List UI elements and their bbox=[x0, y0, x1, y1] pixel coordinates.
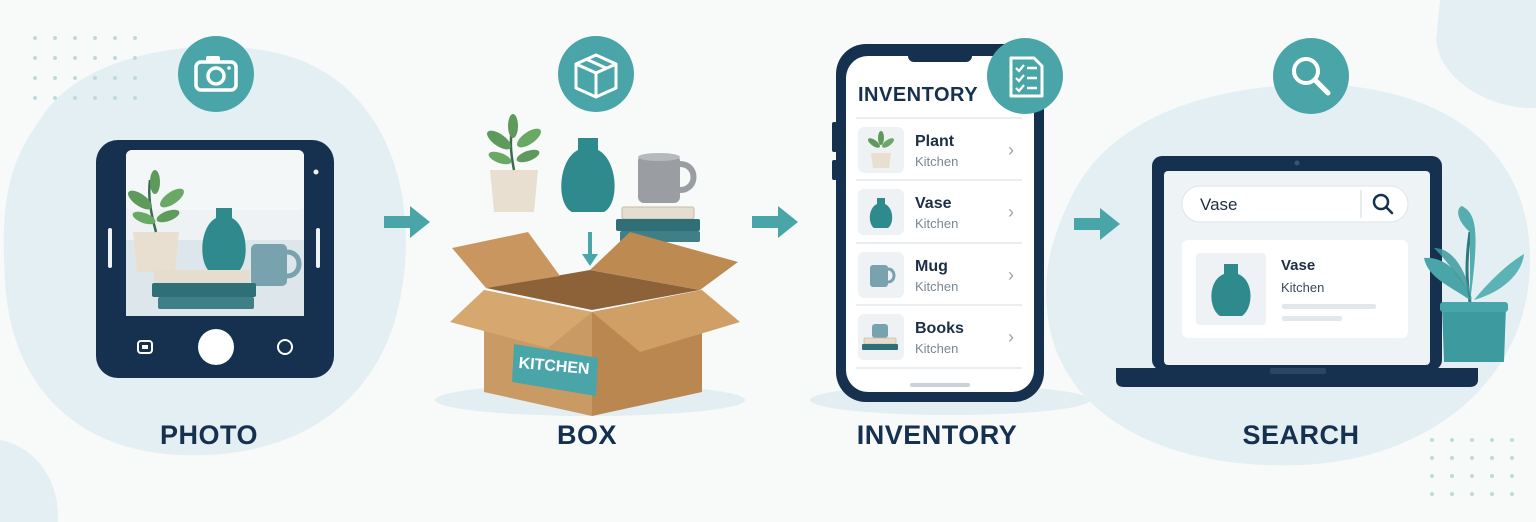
mug-icon bbox=[858, 252, 904, 298]
box-badge bbox=[558, 36, 634, 112]
inventory-item-room: Kitchen bbox=[915, 341, 959, 356]
chevron-right-icon: › bbox=[1008, 202, 1014, 222]
search-input bbox=[1181, 185, 1409, 223]
drop-arrow-icon bbox=[582, 232, 598, 266]
inventory-phone bbox=[832, 44, 1044, 402]
step-label-photo: PHOTO bbox=[159, 420, 258, 450]
decor-plant bbox=[1424, 206, 1524, 362]
floating-vase bbox=[561, 138, 615, 212]
phone-camera bbox=[96, 140, 334, 378]
magnifier-badge bbox=[1273, 38, 1349, 114]
step-label-inventory: INVENTORY bbox=[856, 420, 1018, 450]
checklist-badge bbox=[987, 38, 1063, 114]
arrow-right-icon bbox=[752, 206, 798, 238]
inventory-item-name: Books bbox=[915, 320, 964, 337]
checklist-icon bbox=[1009, 56, 1044, 98]
photo-mug bbox=[251, 244, 302, 286]
result-vase-icon bbox=[1211, 264, 1251, 316]
arrow-right-icon bbox=[1074, 208, 1120, 240]
photo-plant bbox=[128, 170, 184, 272]
dot-grid-top-left bbox=[33, 36, 137, 100]
search-result-room: Kitchen bbox=[1281, 280, 1325, 295]
search-result-name: Vase bbox=[1281, 257, 1316, 274]
magnifier-icon bbox=[1292, 57, 1331, 96]
inventory-item-name: Vase bbox=[915, 195, 952, 212]
search-button-icon bbox=[1372, 193, 1394, 215]
floating-mug bbox=[638, 153, 697, 203]
inventory-item-room: Kitchen bbox=[915, 154, 959, 169]
chevron-right-icon: › bbox=[1008, 140, 1014, 160]
dot-grid-bottom-right bbox=[1430, 438, 1514, 496]
cardboard-box bbox=[435, 232, 745, 416]
shutter-button bbox=[198, 329, 234, 365]
floating-plant bbox=[487, 114, 541, 212]
chevron-right-icon: › bbox=[1008, 265, 1014, 285]
photo-books bbox=[152, 270, 256, 309]
photo-vase bbox=[202, 208, 246, 272]
inventory-item-name: Plant bbox=[915, 133, 955, 150]
box-tag bbox=[512, 344, 598, 396]
inventory-item-room: Kitchen bbox=[915, 279, 959, 294]
corner-blob-top-right bbox=[1436, 0, 1536, 109]
laptop bbox=[1116, 156, 1478, 387]
inventory-item-name: Mug bbox=[915, 258, 948, 275]
chevron-right-icon: › bbox=[1008, 327, 1014, 347]
plant-icon bbox=[858, 127, 904, 173]
search-query-text: Vase bbox=[1200, 195, 1238, 214]
vase-icon bbox=[858, 189, 904, 235]
arrow-right-icon bbox=[384, 206, 430, 238]
camera-badge bbox=[178, 36, 254, 112]
inventory-item-room: Kitchen bbox=[915, 216, 959, 231]
box-icon bbox=[574, 53, 618, 99]
camera-icon bbox=[194, 56, 238, 92]
inventory-heading: INVENTORY bbox=[858, 84, 979, 106]
books-icon bbox=[858, 314, 904, 360]
step-label-box: BOX bbox=[556, 420, 617, 450]
corner-blob-bottom-left bbox=[0, 440, 59, 522]
step-label-search: SEARCH bbox=[1242, 420, 1360, 450]
